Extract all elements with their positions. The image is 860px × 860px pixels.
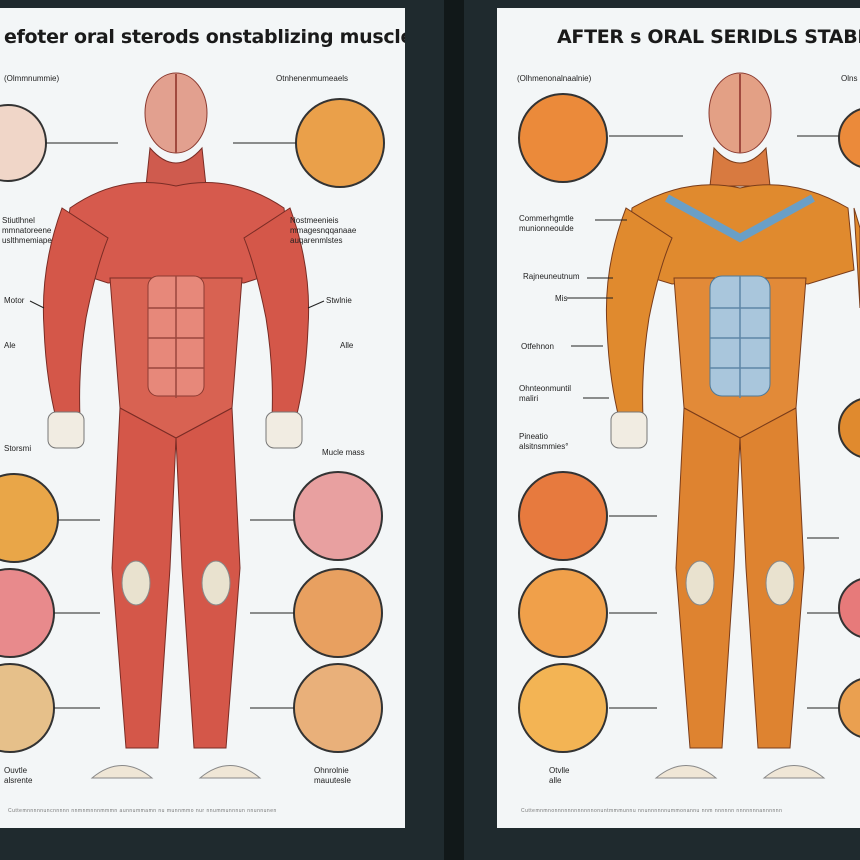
- after-title: AFTER s ORAL SERIDLS STABLLIZING MUSCLES: [557, 26, 860, 48]
- panel-divider: [444, 0, 464, 860]
- after-footer-text: Cuttemnmnonnnnnnnnnnnnonuntmmmunnu nnunn…: [521, 808, 783, 814]
- after-label-mid-left-3: Mis: [555, 294, 568, 303]
- before-label-hand-right: Alle: [340, 341, 354, 350]
- before-panel: efoter oral sterods onstablizing muscles: [0, 8, 405, 828]
- before-label-mid-left: Stiutlhnel mmnatoreene uslthmemiape: [2, 216, 52, 245]
- before-footer-text: Cuttemnnnnnuncnnnnn nnmnmnnnmmmn aunnumm…: [8, 808, 277, 814]
- after-label-mid-left-2: Rajneuneutnum: [523, 272, 580, 281]
- before-title: efoter oral sterods onstablizing muscles: [4, 26, 405, 48]
- after-label-top-left: (Olhmenonalnaalnie): [517, 74, 592, 83]
- before-label-bottom-left: Ouvtle alsrente: [4, 766, 33, 785]
- before-label-low-right: Mucle mass: [322, 448, 365, 457]
- before-label-low-left: Storsmi: [4, 444, 32, 453]
- before-label-hand-left: Ale: [4, 341, 16, 350]
- after-leader-lines: [567, 135, 839, 709]
- after-panel: AFTER s ORAL SERIDLS STABLLIZING MUSCLES: [497, 8, 860, 828]
- before-label-bottom-right: Ohnrolnie mauutesle: [314, 766, 351, 785]
- after-label-top-right: Olns: [841, 74, 858, 83]
- before-leader-lines: [29, 142, 325, 709]
- after-label-low-left: Pineatio alsitnsmmies°: [519, 432, 569, 451]
- after-label-bottom-left: Otvlle alle: [549, 766, 570, 785]
- before-muscle-body: [42, 72, 310, 779]
- before-label-top-left: (Olmmnummie): [4, 74, 60, 83]
- after-anatomy-figure: [518, 72, 860, 779]
- before-anatomy-figure: [0, 72, 385, 779]
- after-label-mid-left-4: Otfehnon: [521, 342, 554, 351]
- after-label-mid-left-1: Commerhgmtle munionneoulde: [519, 214, 574, 233]
- after-muscle-body: [605, 72, 860, 779]
- after-callout-circles: [518, 93, 860, 753]
- before-label-arm-right: Stwlnie: [326, 296, 352, 305]
- before-callout-circles: [0, 98, 385, 753]
- before-label-mid-right: Nostmeenieis mmagesnqqanaae auqarenmlste…: [290, 216, 357, 245]
- before-label-arm-left: Motor: [4, 296, 25, 305]
- before-label-top-right: Otnhenenmumeaels: [276, 74, 349, 83]
- after-label-mid-left-5: Ohnteonmuntil maliri: [519, 384, 572, 403]
